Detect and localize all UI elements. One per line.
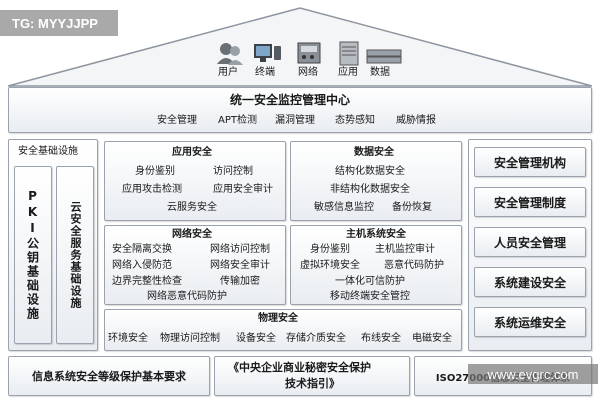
- roof-label-user: 用户: [218, 67, 238, 78]
- infrastructure-title: 安全基础设施: [18, 146, 78, 157]
- physical-security-item: 布线安全: [361, 333, 401, 344]
- app-security-item: 应用攻击检测: [122, 184, 182, 195]
- management-item-org: 安全管理机构: [474, 147, 586, 177]
- monitor-item-5: 威胁情报: [396, 115, 436, 126]
- physical-security-item: 物理访问控制: [160, 333, 220, 344]
- roof-user: 用户: [214, 40, 246, 80]
- host-security-panel: [290, 225, 462, 305]
- watermark-tag: TG: MYYJJPP: [0, 10, 118, 36]
- user-icon: [217, 43, 243, 65]
- standard-sasac-guideline: [214, 356, 410, 396]
- network-security-item: 网络访问控制: [210, 244, 270, 255]
- application-icon: [339, 41, 359, 66]
- terminal-icon: [254, 44, 281, 62]
- data-icon: [366, 49, 402, 64]
- network-security-panel: [104, 225, 286, 305]
- standard-grade-protection-label: 信息系统安全等级保护基本要求: [32, 370, 186, 383]
- data-security-item: 非结构化数据安全: [330, 184, 410, 195]
- app-security-item: 访问控制: [213, 166, 253, 177]
- management-item-label: 安全管理机构: [493, 155, 566, 170]
- physical-security-item: 电磁安全: [412, 333, 452, 344]
- network-security-item: 安全隔离交换: [112, 244, 172, 255]
- management-item-label: 安全管理制度: [493, 195, 566, 210]
- roof-network: 网络: [292, 40, 326, 80]
- app-security-panel: [104, 141, 286, 221]
- roof-application: 应用: [332, 40, 366, 80]
- host-security-title: 主机系统安全: [346, 229, 406, 240]
- network-security-item: 网络安全审计: [210, 260, 270, 271]
- app-security-item: 应用安全审计: [213, 184, 273, 195]
- standard-sasac-line2: 技术指引》: [285, 377, 340, 390]
- management-item-policy: 安全管理制度: [474, 187, 586, 217]
- monitor-center: [8, 87, 592, 133]
- physical-security-item: 存储介质安全: [286, 333, 346, 344]
- host-security-item: 虚拟环境安全: [300, 260, 360, 271]
- app-security-item: 身份鉴别: [135, 166, 175, 177]
- app-security-item: 云服务安全: [167, 202, 217, 213]
- physical-security-item: 设备安全: [236, 333, 276, 344]
- monitor-item-1: 安全管理: [157, 115, 197, 126]
- monitor-item-2: APT检测: [218, 115, 257, 126]
- data-security-item: 备份恢复: [392, 202, 432, 213]
- monitor-item-4: 态势感知: [335, 115, 375, 126]
- network-icon: [297, 42, 321, 64]
- roof-data: 数据: [364, 40, 404, 80]
- physical-security-title: 物理安全: [258, 313, 298, 324]
- cloud-infra-label: 云安全服务基础设施: [69, 201, 82, 309]
- network-security-item: 网络恶意代码防护: [147, 291, 227, 302]
- host-security-item: 移动终端安全管控: [330, 291, 410, 302]
- data-security-panel: [290, 141, 462, 221]
- physical-security-panel: [104, 309, 462, 351]
- management-item-operations: 系统运维安全: [474, 307, 586, 337]
- monitor-item-3: 漏洞管理: [275, 115, 315, 126]
- data-security-item: 结构化数据安全: [335, 166, 405, 177]
- pki-label: PKI公钥基础设施: [25, 189, 40, 321]
- host-security-item: 主机监控审计: [375, 244, 435, 255]
- physical-security-item: 环境安全: [108, 333, 148, 344]
- site-watermark: www.evgrc.com: [468, 364, 598, 384]
- management-item-label: 人员安全管理: [493, 235, 566, 250]
- management-item-personnel: 人员安全管理: [474, 227, 586, 257]
- network-security-item: 网络入侵防范: [112, 260, 172, 271]
- standard-sasac-line1: 《中央企业商业秘密安全保护: [228, 361, 371, 374]
- host-security-item: 一体化可信防护: [335, 276, 405, 287]
- standard-grade-protection: 信息系统安全等级保护基本要求: [8, 356, 210, 396]
- host-security-item: 恶意代码防护: [384, 260, 444, 271]
- data-security-title: 数据安全: [354, 147, 394, 158]
- pki-box: PKI公钥基础设施: [14, 166, 52, 344]
- roof-label-data: 数据: [370, 67, 390, 78]
- management-item-construction: 系统建设安全: [474, 267, 586, 297]
- roof-label-application: 应用: [338, 67, 358, 78]
- cloud-infra-box: 云安全服务基础设施: [56, 166, 94, 344]
- management-item-label: 系统运维安全: [493, 315, 566, 330]
- network-security-item: 传输加密: [220, 276, 260, 287]
- monitor-center-title: 统一安全监控管理中心: [230, 93, 351, 107]
- data-security-item: 敏感信息监控: [314, 202, 374, 213]
- app-security-title: 应用安全: [172, 147, 212, 158]
- roof-label-network: 网络: [298, 67, 318, 78]
- host-security-item: 身份鉴别: [310, 244, 350, 255]
- roof-terminal: 终端: [250, 40, 284, 80]
- management-item-label: 系统建设安全: [493, 275, 566, 290]
- roof-label-terminal: 终端: [255, 67, 275, 78]
- network-security-title: 网络安全: [172, 229, 212, 240]
- network-security-item: 边界完整性检查: [112, 276, 182, 287]
